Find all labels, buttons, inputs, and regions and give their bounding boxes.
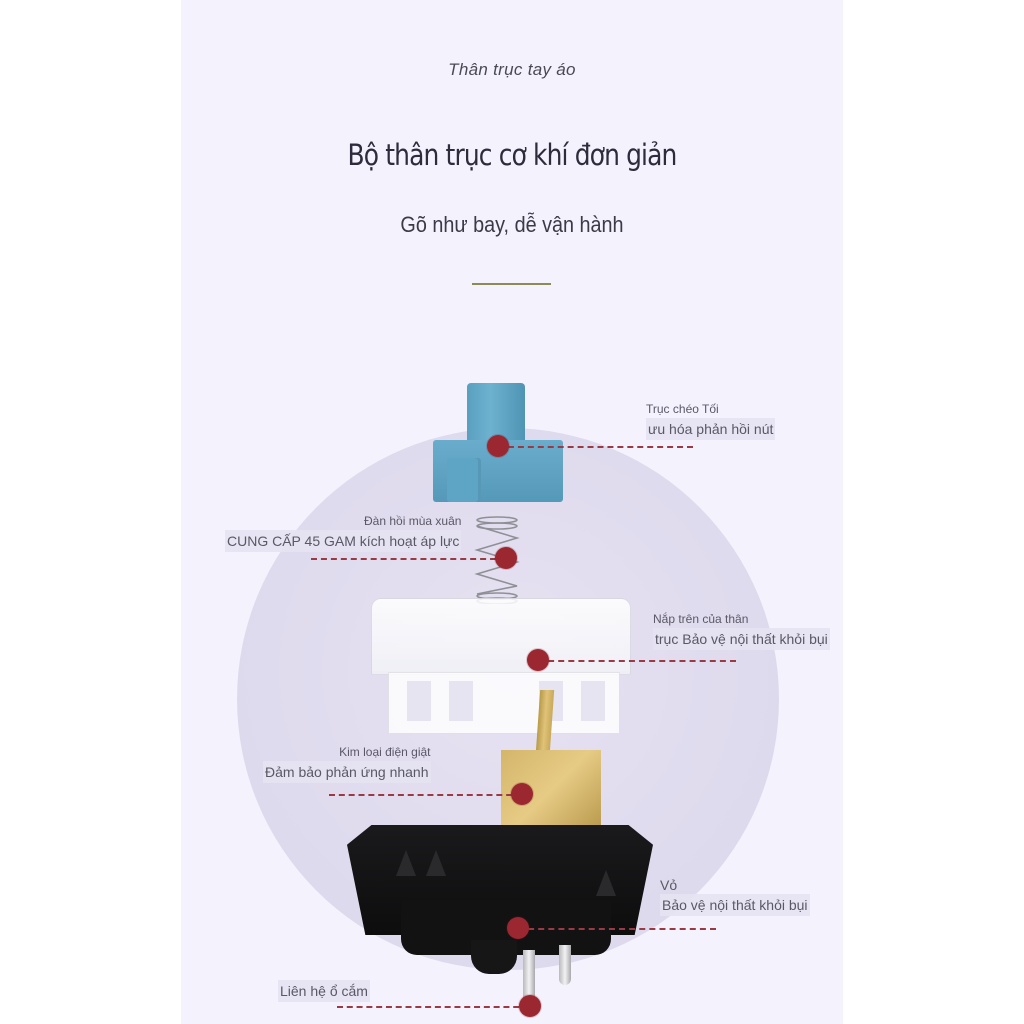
product-panel: Thân trục tay áo Bộ thân trục cơ khí đơn…: [181, 0, 843, 1024]
callout-top-housing: Nắp trên của thân trục Bảo vệ nội thất k…: [653, 610, 830, 650]
page-title: Bộ thân trục cơ khí đơn giản: [347, 138, 678, 172]
center-post: [471, 940, 517, 974]
top-housing-skirt: [388, 672, 620, 734]
marker-dot: [519, 995, 541, 1017]
callout-bottom-housing: Vỏ Bảo vệ nội thất khỏi bụi: [660, 876, 810, 916]
housing-notch: [596, 870, 616, 896]
callout-line: [329, 794, 522, 796]
section-kicker: Thân trục tay áo: [448, 60, 576, 79]
stem-leg: [447, 458, 481, 502]
marker-dot: [511, 783, 533, 805]
housing-notch: [426, 850, 446, 876]
top-housing: [371, 598, 631, 675]
title-divider: [472, 283, 551, 285]
marker-dot: [487, 435, 509, 457]
callout-line: [518, 928, 716, 930]
page-subtitle: Gõ như bay, dễ vận hành: [400, 212, 624, 237]
contact-pin: [559, 945, 571, 985]
callout-line: [538, 660, 736, 662]
marker-dot: [495, 547, 517, 569]
callout-line: [498, 446, 693, 448]
callout-contact: Kim loại điện giật Đảm bảo phản ứng nhan…: [263, 743, 431, 783]
callout-spring: Đàn hồi mùa xuân CUNG CẤP 45 GAM kích ho…: [225, 512, 462, 552]
callout-pin: Liên hệ ổ cắm: [278, 980, 370, 1002]
callout-stem: Trục chéo Tối ưu hóa phản hồi nút: [646, 400, 776, 440]
marker-dot: [507, 917, 529, 939]
housing-notch: [396, 850, 416, 876]
callout-line: [311, 558, 506, 560]
callout-line: [337, 1006, 529, 1008]
marker-dot: [527, 649, 549, 671]
